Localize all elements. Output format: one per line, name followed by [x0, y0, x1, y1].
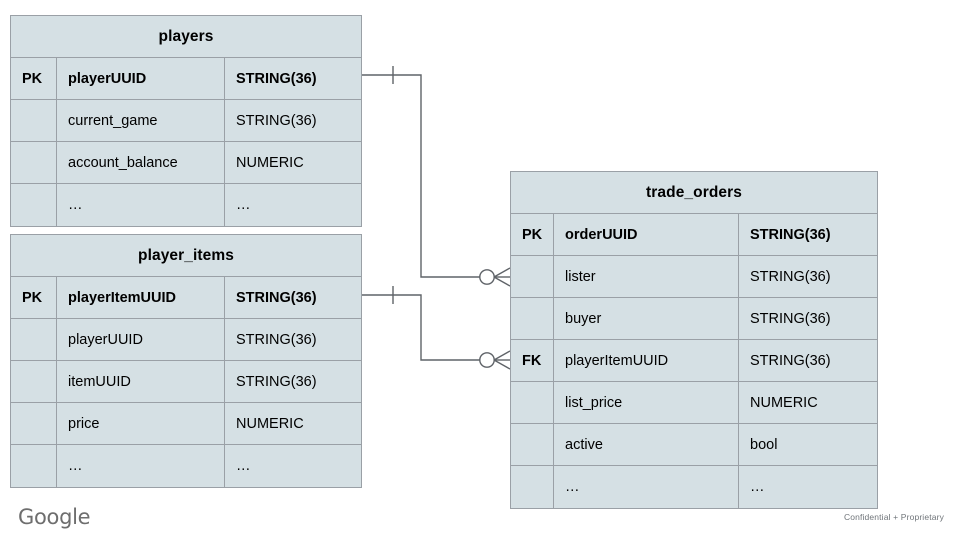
attribute-row[interactable]: playerUUID STRING(36) — [11, 319, 361, 361]
attribute-type-cell: STRING(36) — [236, 70, 317, 87]
attribute-name-cell: … — [554, 466, 739, 508]
attribute-key-cell — [11, 184, 57, 226]
attribute-name-cell: … — [57, 445, 225, 487]
attribute-key-cell — [11, 403, 57, 444]
attribute-row[interactable]: buyer STRING(36) — [511, 298, 877, 340]
attribute-key-cell: PK — [11, 58, 57, 99]
attribute-row[interactable]: list_price NUMERIC — [511, 382, 877, 424]
attribute-key-cell: FK — [511, 340, 554, 381]
cardinality-zero-or-many-lister — [479, 267, 511, 287]
attribute-row[interactable]: itemUUID STRING(36) — [11, 361, 361, 403]
attribute-name-cell: buyer — [554, 298, 739, 339]
attribute-key-cell — [511, 382, 554, 423]
attribute-row[interactable]: …… — [511, 466, 877, 508]
attribute-type-cell: … — [236, 197, 253, 213]
attribute-name-cell: playerItemUUID — [57, 277, 225, 318]
relationship-line-player-items-to-trade-orders — [362, 286, 480, 361]
attribute-row[interactable]: price NUMERIC — [11, 403, 361, 445]
attribute-type-cell: NUMERIC — [236, 415, 304, 432]
entity-title: players — [11, 16, 361, 58]
google-logo: Google — [18, 505, 91, 529]
attribute-name-cell: lister — [554, 256, 739, 297]
attribute-row[interactable]: …… — [11, 445, 361, 487]
attribute-type-cell: … — [750, 479, 767, 495]
attribute-key-cell — [11, 100, 57, 141]
attribute-key-cell — [11, 142, 57, 183]
cardinality-zero-or-many-player-item — [479, 350, 511, 370]
attribute-name-cell: price — [57, 403, 225, 444]
attribute-name-cell: list_price — [554, 382, 739, 423]
entity-title: player_items — [11, 235, 361, 277]
attribute-key-cell — [11, 445, 57, 487]
attribute-type-cell: … — [236, 458, 253, 474]
attribute-row[interactable]: account_balance NUMERIC — [11, 142, 361, 184]
attribute-type-cell: NUMERIC — [236, 154, 304, 171]
attribute-row[interactable]: active bool — [511, 424, 877, 466]
attribute-type-cell: STRING(36) — [236, 289, 317, 306]
entity-title: trade_orders — [511, 172, 877, 214]
attribute-type-cell: STRING(36) — [236, 112, 317, 129]
attribute-name-cell: playerItemUUID — [554, 340, 739, 381]
attribute-key-cell — [11, 361, 57, 402]
attribute-type-cell: STRING(36) — [750, 268, 831, 285]
footer-notice: Confidential + Proprietary — [843, 512, 944, 522]
attribute-type-cell: STRING(36) — [236, 331, 317, 348]
attribute-name-cell: current_game — [57, 100, 225, 141]
attribute-key-cell — [511, 298, 554, 339]
attribute-name-cell: itemUUID — [57, 361, 225, 402]
attribute-type-cell: NUMERIC — [750, 394, 818, 411]
relationship-line-players-to-trade-orders — [362, 66, 480, 278]
attribute-name-cell: playerUUID — [57, 58, 225, 99]
attribute-row[interactable]: lister STRING(36) — [511, 256, 877, 298]
attribute-name-cell: orderUUID — [554, 214, 739, 255]
attribute-key-cell — [511, 466, 554, 508]
attribute-type-cell: STRING(36) — [750, 352, 831, 369]
attribute-key-cell — [11, 319, 57, 360]
attribute-type-cell: STRING(36) — [236, 373, 317, 390]
attribute-type-cell: STRING(36) — [750, 310, 831, 327]
attribute-row[interactable]: …… — [11, 184, 361, 226]
attribute-name-cell: active — [554, 424, 739, 465]
attribute-name-cell: playerUUID — [57, 319, 225, 360]
attribute-name-cell: … — [57, 184, 225, 226]
attribute-type-cell: bool — [750, 436, 778, 453]
attribute-key-cell: PK — [11, 277, 57, 318]
attribute-name-cell: account_balance — [57, 142, 225, 183]
attribute-key-cell: PK — [511, 214, 554, 255]
attribute-type-cell: STRING(36) — [750, 226, 831, 243]
attribute-row[interactable]: current_game STRING(36) — [11, 100, 361, 142]
attribute-key-cell — [511, 256, 554, 297]
attribute-key-cell — [511, 424, 554, 465]
